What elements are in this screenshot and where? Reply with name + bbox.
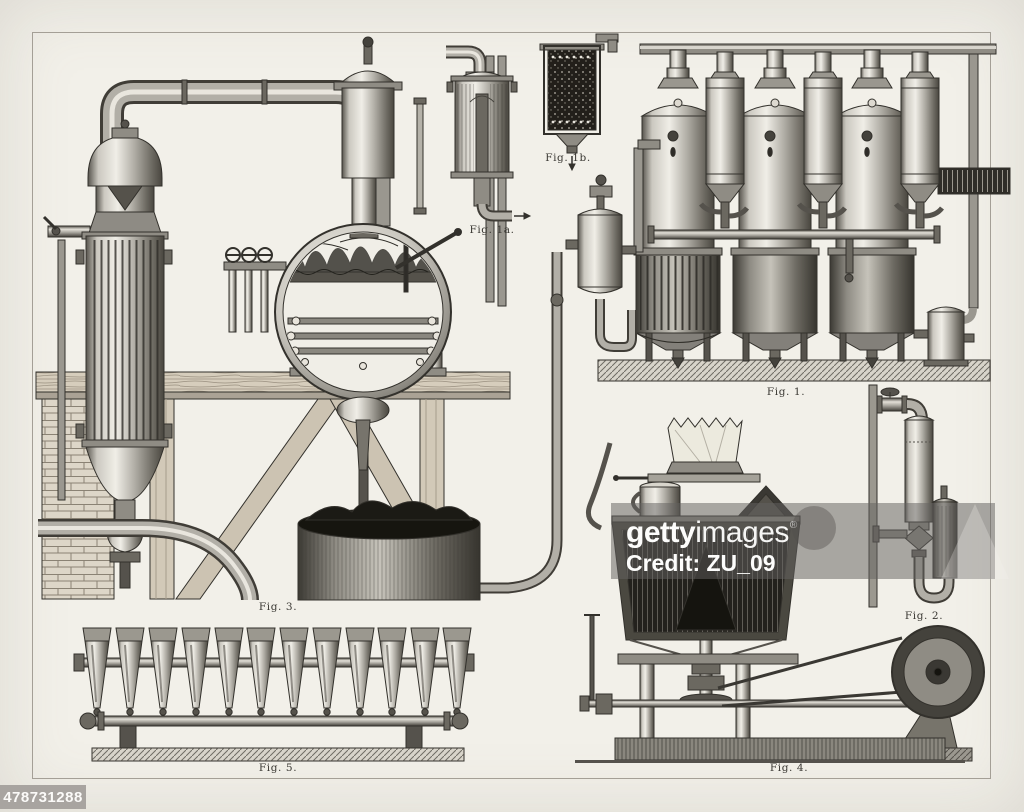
fig2-caption: Fig. 2. (904, 610, 944, 622)
fig1-caption: Fig. 1. (766, 386, 806, 398)
fig1a-caption: Fig. 1a. (469, 224, 515, 236)
fig1a-condenser-vessel (446, 45, 532, 222)
getty-watermark: gettyimages® Credit: ZU_09 (611, 503, 995, 579)
getty-watermark-credit: Credit: ZU_09 (626, 550, 776, 576)
fig3-vacuum-pan-apparatus (35, 36, 564, 601)
fig4-centrifugal-machine (575, 417, 985, 763)
fig4-caption: Fig. 4. (769, 762, 809, 774)
fig5-caption: Fig. 5. (258, 762, 298, 774)
getty-watermark-light-text: images (695, 516, 789, 549)
fig1b-filter-box (539, 33, 619, 172)
getty-watermark-logo: gettyimages® (626, 511, 995, 548)
watermark-circle-shape (792, 506, 836, 550)
fig3-caption: Fig. 3. (258, 601, 298, 613)
registered-trademark-symbol: ® (789, 520, 797, 531)
fig5-sugar-mold-rack (73, 627, 475, 762)
image-id-text: 478731288 (3, 788, 83, 806)
image-id-badge: 478731288 (0, 785, 86, 809)
fig1b-caption: Fig. 1b. (545, 152, 591, 164)
getty-watermark-bold-text: getty (626, 516, 696, 549)
fig1-evaporator-battery (565, 43, 1011, 382)
